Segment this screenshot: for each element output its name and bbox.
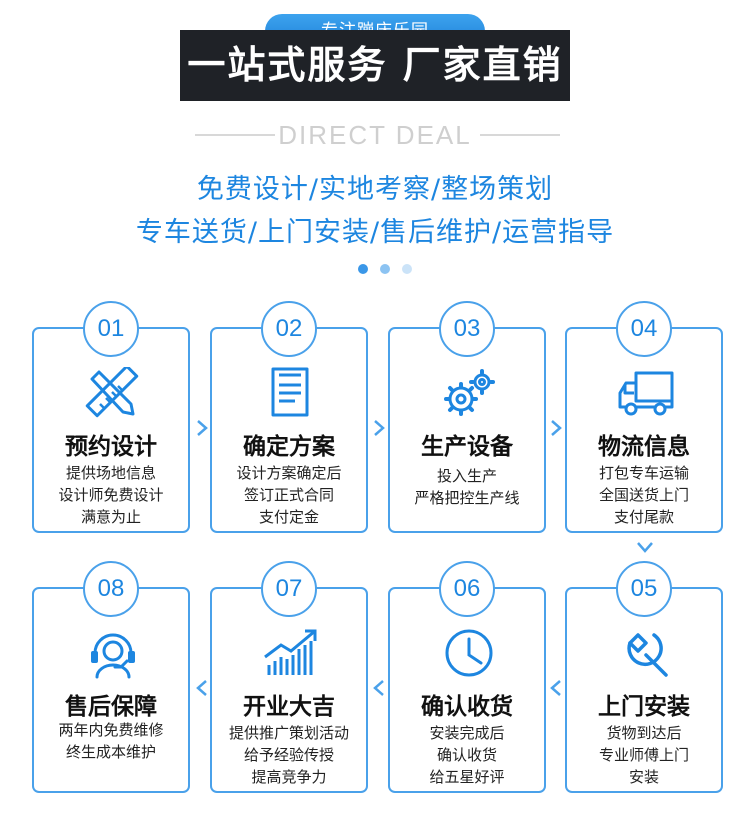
step-desc-line: 提供推广策划活动	[228, 724, 349, 742]
dot-3	[402, 264, 412, 274]
chevron-right-icon	[374, 420, 385, 436]
growth-chart-icon	[264, 629, 317, 675]
step-desc-line: 打包专车运输	[598, 464, 689, 482]
document-icon	[271, 367, 309, 417]
pagination-dots	[358, 264, 418, 276]
step-desc-line: 给五星好评	[429, 768, 505, 786]
chevron-right-icon	[197, 420, 208, 436]
step-title: 确定方案	[243, 434, 335, 460]
step-card-04: 04 物流信息 打包专车运输 全国送货上门 支付尾款	[565, 301, 723, 533]
headset-support-icon	[91, 633, 135, 679]
step-title: 上门安装	[598, 694, 690, 720]
divider-left	[195, 134, 275, 136]
step-description: 设计方案确定后 签订正式合同 支付定金	[212, 462, 366, 528]
step-desc-line: 两年内免费维修	[58, 721, 164, 739]
step-desc-line: 给予经验传授	[243, 746, 334, 764]
english-subtitle: DIRECT DEAL	[278, 120, 472, 150]
step-desc-line: 确认收货	[436, 746, 497, 764]
chevron-left-icon	[373, 680, 384, 696]
step-card-05: 05 上门安装 货物到达后 专业师傅上门 安装	[565, 561, 723, 793]
step-desc-line: 终生成本维护	[65, 743, 156, 761]
chevron-left-icon	[550, 680, 561, 696]
step-desc-line: 专业师傅上门	[598, 746, 689, 764]
step-number: 04	[616, 301, 672, 357]
step-desc-line: 严格把控生产线	[414, 489, 520, 507]
step-desc-line: 投入生产	[436, 467, 497, 485]
step-desc-line: 安装	[628, 768, 659, 786]
divider-right	[480, 134, 560, 136]
step-desc-line: 支付尾款	[613, 508, 674, 526]
step-card-06: 06 确认收货 安装完成后 确认收货 给五星好评	[388, 561, 546, 793]
step-title: 物流信息	[598, 434, 690, 460]
chevron-down-icon	[637, 542, 653, 553]
main-banner: 一站式服务 厂家直销	[180, 30, 570, 101]
dot-2	[380, 264, 390, 274]
ruler-pencil-icon	[85, 367, 139, 418]
step-desc-line: 货物到达后	[606, 724, 682, 742]
step-card-03: 03 生产设备 投入生产 严格把控生产线	[388, 301, 546, 533]
english-subtitle-row: DIRECT DEAL	[0, 117, 750, 153]
clock-icon	[445, 629, 493, 677]
step-description: 货物到达后 专业师傅上门 安装	[567, 722, 721, 788]
step-title: 售后保障	[65, 694, 157, 720]
step-desc-line: 提供场地信息	[65, 464, 156, 482]
step-description: 打包专车运输 全国送货上门 支付尾款	[567, 462, 721, 528]
truck-icon	[618, 371, 674, 416]
step-desc-line: 签订正式合同	[243, 486, 334, 504]
step-card-07: 07 开业大吉 提供推广策划活动 给予经验传授 提高竞争力	[210, 561, 368, 793]
step-title: 生产设备	[421, 434, 513, 460]
step-title: 开业大吉	[243, 694, 335, 720]
step-number: 08	[83, 561, 139, 617]
step-card-08: 08 售后保障 两年内免费维修 终生成本维护	[32, 561, 190, 793]
step-card-01: 01 预约设计 提供场地信息 设计师免费设计 满意为止	[32, 301, 190, 533]
step-number: 01	[83, 301, 139, 357]
step-desc-line: 设计方案确定后	[236, 464, 342, 482]
step-desc-line: 满意为止	[80, 508, 141, 526]
step-number: 03	[439, 301, 495, 357]
step-description: 安装完成后 确认收货 给五星好评	[390, 722, 544, 788]
tagline-line-1: 免费设计/实地考察/整场策划	[196, 174, 554, 205]
chevron-right-icon	[551, 420, 562, 436]
chevron-left-icon	[196, 680, 207, 696]
step-desc-line: 安装完成后	[429, 724, 505, 742]
step-desc-line: 设计师免费设计	[58, 486, 164, 504]
step-desc-line: 全国送货上门	[598, 486, 689, 504]
step-number: 02	[261, 301, 317, 357]
step-desc-line: 提高竞争力	[251, 768, 327, 786]
tagline-line-2: 专车送货/上门安装/售后维护/运营指导	[135, 217, 615, 248]
step-card-02: 02 确定方案 设计方案确定后 签订正式合同 支付定金	[210, 301, 368, 533]
wrench-icon	[627, 633, 668, 677]
gears-icon	[444, 369, 495, 416]
step-number: 06	[439, 561, 495, 617]
step-title: 确认收货	[421, 694, 513, 720]
step-description: 两年内免费维修 终生成本维护	[34, 719, 188, 763]
step-description: 提供推广策划活动 给予经验传授 提高竞争力	[212, 722, 366, 788]
step-description: 投入生产 严格把控生产线	[390, 465, 544, 509]
step-description: 提供场地信息 设计师免费设计 满意为止	[34, 462, 188, 528]
step-number: 05	[616, 561, 672, 617]
step-number: 07	[261, 561, 317, 617]
step-title: 预约设计	[65, 434, 157, 460]
dot-1	[358, 264, 368, 274]
step-desc-line: 支付定金	[258, 508, 319, 526]
